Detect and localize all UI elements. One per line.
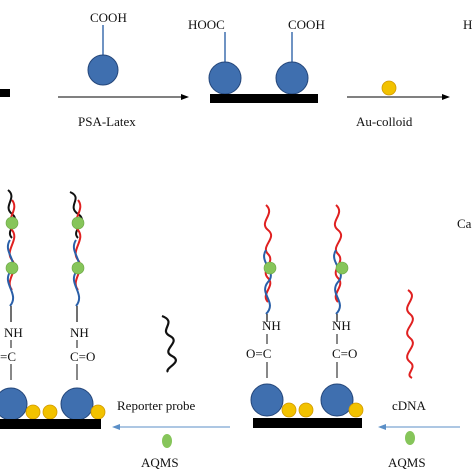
dna-red-strand-right xyxy=(74,199,82,291)
bead-br-2 xyxy=(320,383,354,417)
gold-br-3 xyxy=(348,402,364,418)
probe-strand-1 xyxy=(263,249,272,315)
aqms-molecule-1 xyxy=(162,434,172,448)
free-cdna xyxy=(406,289,414,379)
gold-bl-2 xyxy=(42,404,58,420)
substrate-stub-left xyxy=(0,89,10,97)
label-edge-ca: Ca xyxy=(457,216,472,231)
label-hooc: HOOC xyxy=(188,17,225,32)
gold-br-1 xyxy=(281,402,297,418)
aqms-bound-2 xyxy=(5,261,19,275)
cdna-strand-1 xyxy=(263,204,273,303)
psa-latex-bead-right xyxy=(275,61,309,95)
aqms-bound-5 xyxy=(263,261,277,275)
label-c-eq-o-1: C=O xyxy=(70,349,95,364)
aqms-bound-4 xyxy=(71,261,85,275)
aqms-molecule-2 xyxy=(405,431,415,445)
label-cooh-1: COOH xyxy=(90,10,127,25)
label-aqms-1: AQMS xyxy=(141,455,179,470)
label-nh-3: NH xyxy=(262,318,281,333)
arrow-reporter-probe-head xyxy=(112,424,120,430)
psa-latex-bead xyxy=(87,54,119,86)
label-c-eq-o-2: C=O xyxy=(332,346,357,361)
probe-strand-2 xyxy=(333,249,342,315)
electrode-substrate-1 xyxy=(210,94,318,103)
gold-bl-1 xyxy=(25,404,41,420)
gold-bl-3 xyxy=(90,404,106,420)
arrow-au-colloid-head xyxy=(442,94,450,100)
aqms-bound-3 xyxy=(71,216,85,230)
label-nh-2: NH xyxy=(70,325,89,340)
label-aqms-2: AQMS xyxy=(388,455,426,470)
arrow-psa-latex-head xyxy=(181,94,189,100)
label-o-eq-c: O=C xyxy=(246,346,271,361)
gold-nanoparticle xyxy=(381,80,397,96)
label-nh-1: NH xyxy=(4,325,23,340)
bead-br-1 xyxy=(250,383,284,417)
aqms-bound-1 xyxy=(5,216,19,230)
gold-br-2 xyxy=(298,402,314,418)
bead-bl-2 xyxy=(60,387,94,421)
label-nh-4: NH xyxy=(332,318,351,333)
arrow-cdna-head xyxy=(378,424,386,430)
label-au-colloid: Au-colloid xyxy=(356,114,413,129)
free-reporter-probe xyxy=(161,314,177,373)
label-edge-h: H xyxy=(463,17,472,32)
cdna-strand-2 xyxy=(333,204,343,303)
label-psa-latex: PSA-Latex xyxy=(78,114,136,129)
electrode-substrate-2 xyxy=(253,418,362,428)
electrode-substrate-3 xyxy=(0,419,101,429)
aqms-bound-6 xyxy=(335,261,349,275)
dna-red-strand-left xyxy=(8,199,16,291)
psa-latex-bead-left xyxy=(208,61,242,95)
label-reporter-probe: Reporter probe xyxy=(117,398,196,413)
label-cooh-2: COOH xyxy=(288,17,325,32)
label-eq-c: =C xyxy=(0,349,16,364)
bead-bl-1 xyxy=(0,387,28,421)
label-cdna: cDNA xyxy=(392,398,427,413)
reporter-strand-right xyxy=(69,191,83,239)
